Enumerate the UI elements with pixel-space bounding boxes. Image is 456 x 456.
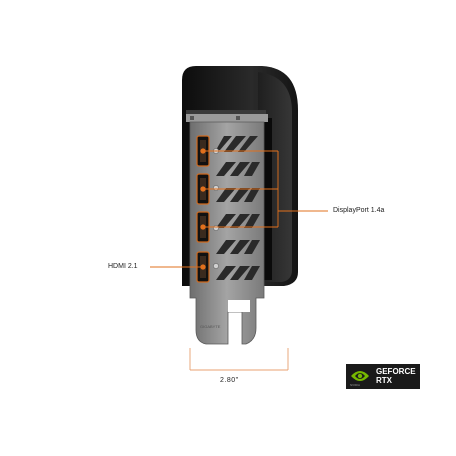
width-measurement-label: 2.80": [220, 377, 239, 384]
badge-line-geforce: GEFORCE: [376, 367, 416, 376]
svg-text:GIGABYTE: GIGABYTE: [200, 324, 221, 329]
bracket-top-tab: [186, 114, 268, 122]
displayport-label: DisplayPort 1.4a: [333, 207, 385, 214]
bracket-vents: [216, 136, 260, 280]
badge-line-rtx: RTX: [376, 376, 392, 385]
nvidia-wordmark: NVIDIA: [350, 383, 361, 387]
displayport-callout-lines: [200, 148, 328, 230]
hdmi-callout-line: [150, 264, 206, 270]
geforce-rtx-badge: NVIDIA GEFORCE RTX: [346, 364, 420, 389]
width-dimension-line: [189, 348, 289, 371]
nvidia-eye-logo: [351, 371, 369, 381]
hdmi-label: HDMI 2.1: [108, 263, 138, 270]
